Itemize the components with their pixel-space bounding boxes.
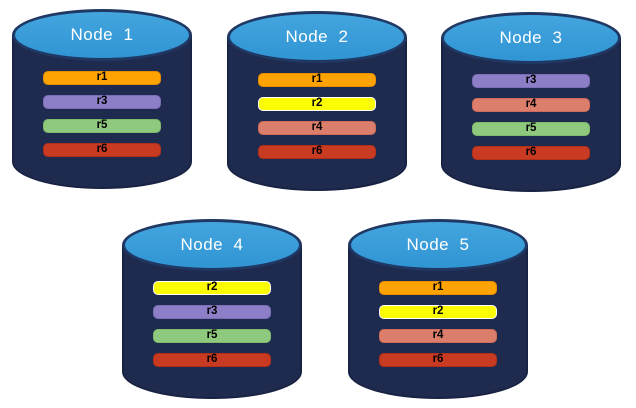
replica-label: r6 — [432, 353, 444, 366]
replica-label: r3 — [206, 305, 218, 318]
replica-list: r3 r4 r5 r6 — [441, 74, 621, 160]
replica-list: r1 r3 r5 r6 — [12, 71, 192, 157]
cylinder-top: Node 5 — [348, 219, 528, 271]
replica-label: r6 — [206, 353, 218, 366]
replica-bar-r2: r2 — [258, 97, 376, 111]
replica-list: r2 r3 r5 r6 — [122, 281, 302, 367]
db-node: Node 2 r1 r2 r4 r6 — [227, 11, 407, 191]
replica-label: r6 — [525, 146, 537, 159]
cylinder-top: Node 3 — [441, 12, 621, 64]
replica-bar-r6: r6 — [153, 353, 271, 367]
node-title: Node 3 — [499, 28, 563, 47]
cylinder-top: Node 1 — [12, 9, 192, 61]
replica-bar-r3: r3 — [43, 95, 161, 109]
replica-label: r3 — [96, 95, 108, 108]
replica-bar-r5: r5 — [43, 119, 161, 133]
node-title: Node 5 — [406, 235, 470, 254]
node-title: Node 2 — [285, 27, 349, 46]
replica-label: r4 — [432, 329, 444, 342]
cylinder-top: Node 2 — [227, 11, 407, 63]
replica-label: r4 — [311, 121, 323, 134]
replica-label: r2 — [206, 281, 218, 294]
replica-list: r1 r2 r4 r6 — [348, 281, 528, 367]
replica-list: r1 r2 r4 r6 — [227, 73, 407, 159]
db-node: Node 1 r1 r3 r5 r6 — [12, 9, 192, 189]
replica-bar-r3: r3 — [472, 74, 590, 88]
replica-bar-r6: r6 — [43, 143, 161, 157]
replica-bar-r4: r4 — [472, 98, 590, 112]
db-node: Node 4 r2 r3 r5 r6 — [122, 219, 302, 399]
node-title: Node 1 — [70, 25, 134, 44]
replica-label: r4 — [525, 98, 537, 111]
replica-label: r3 — [525, 74, 537, 87]
db-node: Node 3 r3 r4 r5 r6 — [441, 12, 621, 192]
replica-label: r1 — [96, 71, 108, 84]
replica-label: r5 — [96, 119, 108, 132]
replica-label: r2 — [432, 305, 444, 318]
replica-bar-r6: r6 — [472, 146, 590, 160]
db-node: Node 5 r1 r2 r4 r6 — [348, 219, 528, 399]
replica-bar-r2: r2 — [379, 305, 497, 319]
replica-bar-r5: r5 — [153, 329, 271, 343]
replica-bar-r6: r6 — [379, 353, 497, 367]
replica-label: r1 — [432, 281, 444, 294]
replica-label: r2 — [311, 97, 323, 110]
replica-bar-r1: r1 — [43, 71, 161, 85]
replica-label: r1 — [311, 73, 323, 86]
replica-label: r5 — [206, 329, 218, 342]
replica-bar-r4: r4 — [379, 329, 497, 343]
replica-bar-r3: r3 — [153, 305, 271, 319]
replica-label: r6 — [96, 143, 108, 156]
replica-label: r5 — [525, 122, 537, 135]
replica-bar-r2: r2 — [153, 281, 271, 295]
replica-bar-r6: r6 — [258, 145, 376, 159]
replica-bar-r1: r1 — [379, 281, 497, 295]
replica-bar-r1: r1 — [258, 73, 376, 87]
replica-label: r6 — [311, 145, 323, 158]
replica-bar-r5: r5 — [472, 122, 590, 136]
replica-bar-r4: r4 — [258, 121, 376, 135]
cylinder-top: Node 4 — [122, 219, 302, 271]
node-title: Node 4 — [180, 235, 244, 254]
